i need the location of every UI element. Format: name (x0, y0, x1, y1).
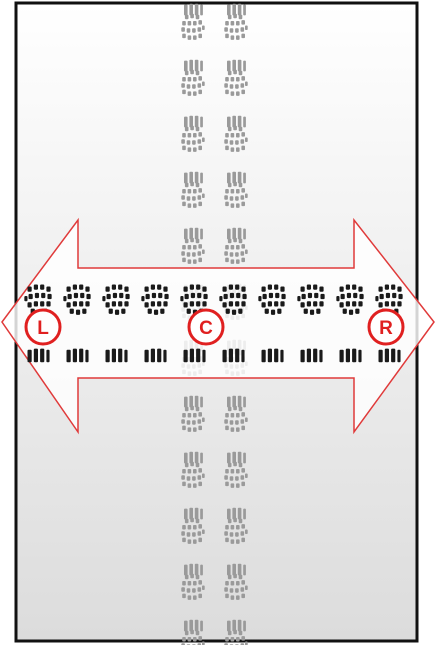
marker-right-label: R (379, 318, 393, 339)
marker-right: R (369, 310, 403, 344)
marker-center: C (189, 310, 223, 344)
marker-left-label: L (37, 318, 49, 339)
marker-center-label: C (199, 318, 213, 339)
marker-left: L (26, 310, 60, 344)
